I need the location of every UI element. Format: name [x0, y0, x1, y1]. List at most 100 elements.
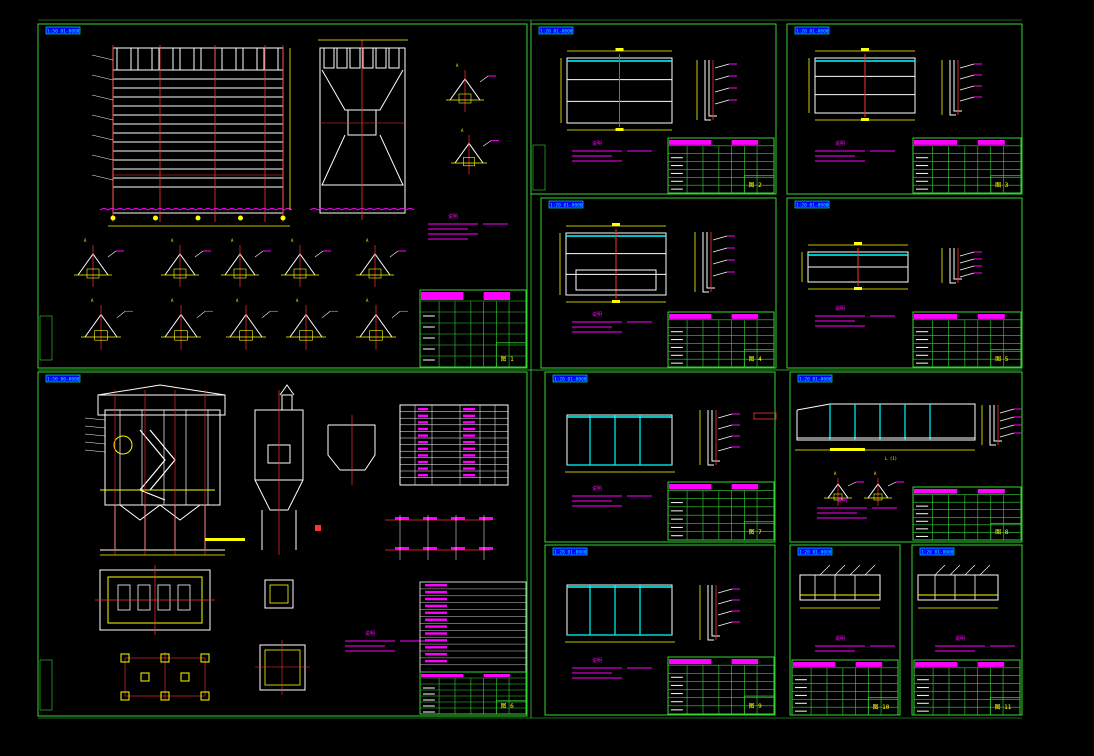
- elevation-view: [801, 242, 909, 290]
- sheet-number-box: [743, 695, 775, 715]
- side-section: [941, 248, 982, 284]
- leader-line: [864, 564, 876, 576]
- notes-heading: 说明: [835, 305, 845, 312]
- sheet-number-box: [990, 349, 1022, 368]
- leader-line: [194, 250, 204, 258]
- panel-title: 1:20 01-0000: [799, 550, 832, 556]
- dimension-value: [854, 242, 862, 245]
- title-cell-fill: [483, 292, 511, 300]
- sheet-number: 图 4: [749, 356, 763, 363]
- section-profile: [702, 232, 709, 293]
- top-frame-cell: [336, 47, 348, 69]
- title-block: 图 8: [912, 486, 1022, 541]
- detail-label: A: [461, 128, 464, 133]
- outlet-outline: [327, 424, 376, 471]
- footing: [120, 653, 130, 663]
- notes-heading: 说明: [448, 213, 458, 220]
- detail-plate: [833, 493, 843, 501]
- section-profile: [949, 248, 956, 284]
- leader-line: [959, 258, 975, 264]
- top-frame-cell: [221, 47, 237, 71]
- leader-line: [717, 621, 733, 627]
- panel-title-tag: [45, 374, 81, 383]
- leader-line: [959, 85, 975, 91]
- title-block-frame: [667, 481, 775, 541]
- title-cell-fill: [915, 662, 958, 667]
- side-section: [696, 60, 737, 121]
- note-tag: [753, 412, 777, 420]
- detail-plate: [368, 268, 382, 279]
- title-cell-fill: [914, 140, 958, 145]
- top-frame-cell: [158, 47, 174, 71]
- table-cell: [418, 414, 428, 417]
- list-cell: [425, 632, 447, 635]
- title-cell-fill: [669, 484, 712, 490]
- dimension-value: [612, 300, 620, 303]
- list-cell: [425, 625, 447, 628]
- table-cell: [463, 447, 475, 450]
- break-line: [99, 208, 293, 211]
- outer-border: [38, 19, 1022, 719]
- section-profile: [989, 405, 996, 446]
- notes-block: 说明: [815, 305, 895, 327]
- panel-title: 1:20 01-0000: [550, 203, 583, 209]
- leader-line: [959, 251, 975, 257]
- leader-line: [849, 564, 861, 576]
- leader-line: [959, 265, 975, 271]
- elevation-view: [917, 564, 999, 609]
- leader-line: [91, 94, 114, 101]
- leader-line: [84, 449, 106, 453]
- panel-title: 1:20 01-0000: [540, 29, 573, 35]
- table-cell: [463, 414, 475, 417]
- panel-title-tag: [919, 547, 955, 556]
- sheet-number: 图 11: [995, 704, 1012, 711]
- dim-value: [479, 547, 493, 550]
- leader-line: [91, 114, 114, 121]
- panel-title-tag: [794, 26, 830, 35]
- leader-line: [717, 424, 733, 430]
- panel-title-tag: [797, 374, 833, 383]
- footing: [120, 691, 130, 701]
- sheet-number: 图 6: [501, 703, 515, 710]
- top-frame-cell: [349, 47, 361, 69]
- detail-label: A: [296, 298, 299, 303]
- notes-heading: 说明: [955, 635, 965, 642]
- title-cell-fill: [669, 140, 712, 145]
- table-cell: [463, 421, 475, 424]
- leader-line: [84, 425, 106, 429]
- panel-title: 1:20 01-0000: [921, 550, 954, 556]
- title-block: 图 6: [419, 671, 527, 715]
- title-cell-fill: [977, 140, 1005, 145]
- panel-title-tag: [794, 200, 830, 209]
- grid-bubble: [153, 215, 158, 221]
- title-cell-fill: [669, 314, 712, 319]
- title-block: 图 2: [667, 137, 775, 194]
- section-profile: [706, 232, 715, 289]
- stair-flight: [139, 429, 166, 501]
- notes-block: 说明: [428, 213, 508, 240]
- top-frame-cell: [179, 47, 195, 71]
- sheet-number: 图 2: [749, 182, 763, 189]
- notes-heading: 说明: [837, 497, 847, 504]
- revision-strip: [39, 315, 53, 361]
- sheet-number: 图 7: [749, 529, 763, 536]
- title-cell-fill: [731, 659, 759, 665]
- leader-line: [91, 134, 114, 141]
- pipe-callout: [205, 538, 245, 541]
- tower-elevation: [84, 384, 226, 556]
- title-block: 图 10: [791, 659, 899, 716]
- section-view: [259, 644, 306, 691]
- sheet-number-box: [867, 697, 899, 716]
- detail-label: A: [456, 63, 459, 68]
- notes-block: 说明: [817, 497, 897, 519]
- notes-heading: 说明: [592, 485, 602, 492]
- leader-line: [479, 75, 489, 83]
- tower-body: [104, 409, 221, 506]
- table-cell: [418, 460, 428, 464]
- title-block-frame: [419, 289, 527, 368]
- panel-frame: [789, 371, 1023, 543]
- title-cell-fill: [977, 314, 1005, 319]
- leader-line: [482, 140, 492, 147]
- panel-frame: [37, 371, 528, 717]
